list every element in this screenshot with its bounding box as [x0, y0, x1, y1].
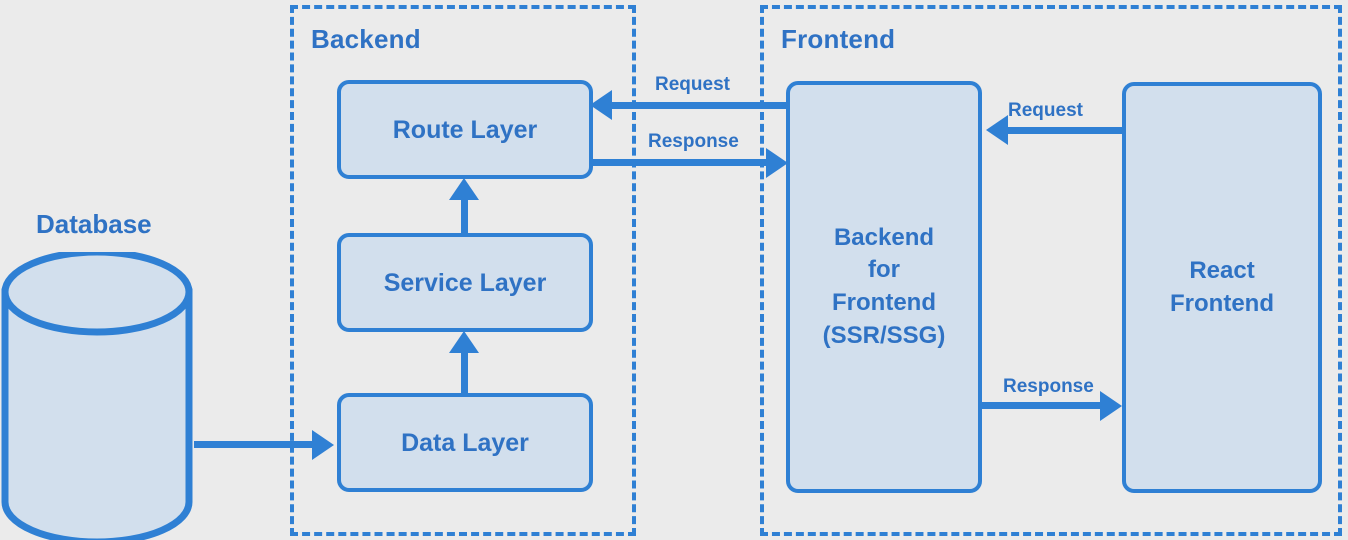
connector-bff-request-line	[612, 102, 788, 109]
node-service-layer-label: Service Layer	[383, 268, 547, 297]
node-bff-label-line-3: Frontend	[832, 289, 936, 316]
node-data-layer-label: Data Layer	[401, 428, 529, 457]
connector-route-response-label: Response	[648, 131, 739, 152]
group-frontend	[760, 5, 1342, 536]
node-bff-label-line-2: for	[868, 256, 900, 284]
node-bff-label-line-1: Backend	[833, 223, 935, 251]
connector-data-to-service-line	[461, 350, 468, 395]
connector-react-request-arrowhead	[986, 115, 1008, 145]
node-data-layer[interactable]: Data Layer	[337, 393, 593, 492]
connector-data-to-service-arrowhead	[449, 331, 479, 353]
group-backend	[290, 5, 636, 536]
node-route-layer-label: Route Layer	[392, 115, 538, 144]
connector-service-to-route-arrowhead	[449, 178, 479, 200]
node-bff[interactable]: Backend for Frontend (SSR/SSG)	[786, 81, 982, 493]
connector-db-to-data-layer-line	[194, 441, 314, 448]
group-frontend-title: Frontend	[781, 24, 896, 54]
connector-bff-response-line	[980, 402, 1102, 409]
node-bff-label-line-4: (SSR/SSG)	[822, 321, 946, 349]
connector-bff-response-arrowhead	[1100, 391, 1122, 421]
node-service-layer[interactable]: Service Layer	[337, 233, 593, 332]
connector-react-request-label: Request	[1008, 100, 1083, 121]
node-react-frontend[interactable]: React Frontend	[1122, 82, 1322, 493]
node-route-layer[interactable]: Route Layer	[337, 80, 593, 179]
connector-bff-response-label: Response	[1003, 376, 1094, 397]
connector-bff-request-label: Request	[655, 74, 730, 95]
connector-db-to-data-layer-arrowhead	[312, 430, 334, 460]
node-react-frontend-label-line-2: Frontend	[1170, 289, 1274, 317]
database-cylinder	[0, 248, 210, 540]
node-react-frontend-label-line-1: React	[1189, 256, 1255, 284]
database-label: Database	[36, 209, 152, 239]
connector-route-response-arrowhead	[766, 148, 788, 178]
connector-react-request-line	[1008, 127, 1126, 134]
group-backend-title: Backend	[311, 24, 421, 54]
connector-route-response-line	[590, 159, 768, 166]
connector-bff-request-arrowhead	[590, 90, 612, 120]
connector-service-to-route-line	[461, 198, 468, 236]
